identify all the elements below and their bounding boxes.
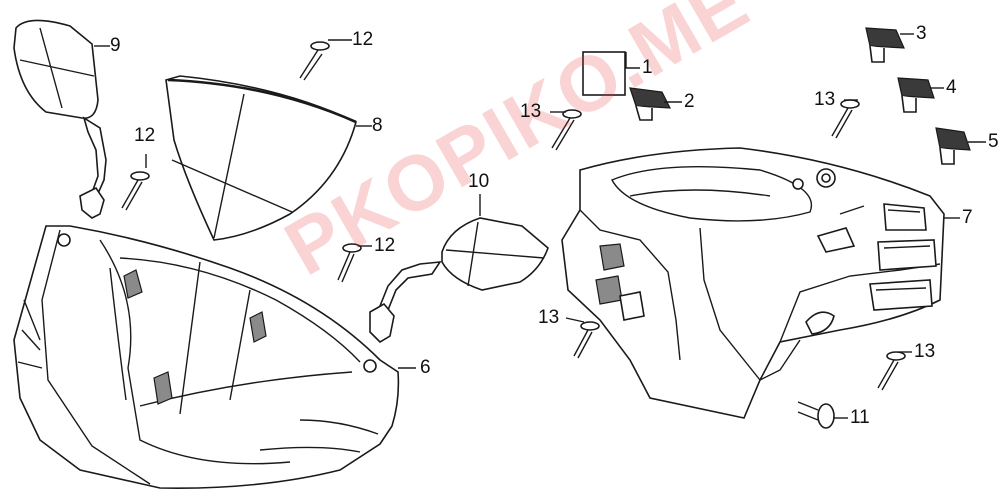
callout-12-b: 12 — [134, 125, 156, 146]
screw-13-d — [877, 351, 906, 391]
screw-13-c — [573, 321, 600, 359]
callout-8: 8 — [372, 115, 383, 136]
callout-3: 3 — [916, 23, 927, 44]
callout-2: 2 — [684, 91, 695, 112]
push-rivet-11 — [797, 401, 835, 429]
rear-handlebar-cover — [561, 147, 945, 419]
clip-5 — [935, 127, 971, 165]
callout-13-b: 13 — [814, 89, 836, 110]
screw-13-a — [551, 109, 582, 151]
callout-1: 1 — [642, 57, 653, 78]
callout-7: 7 — [962, 207, 973, 228]
callout-10: 10 — [468, 171, 490, 192]
screw-12-c — [337, 243, 362, 283]
callout-12-c: 12 — [374, 235, 396, 256]
left-mirror — [13, 19, 107, 219]
clip-2 — [629, 87, 672, 121]
label-sticker — [582, 51, 626, 96]
callout-5: 5 — [988, 131, 999, 152]
screw-12-b — [121, 171, 150, 211]
right-mirror — [369, 217, 549, 344]
screw-13-b — [831, 99, 860, 139]
clip-3 — [865, 27, 905, 63]
windscreen — [165, 75, 357, 241]
callout-13-c: 13 — [538, 307, 560, 328]
callout-9: 9 — [110, 35, 121, 56]
clip-4 — [897, 77, 935, 113]
callout-11: 11 — [850, 407, 870, 428]
callout-6: 6 — [420, 357, 431, 378]
callout-12-a: 12 — [352, 29, 374, 50]
screw-12-a — [299, 41, 330, 81]
callout-4: 4 — [946, 77, 957, 98]
front-handlebar-cover — [13, 225, 400, 489]
callout-13-d: 13 — [914, 341, 936, 362]
callout-13-a: 13 — [520, 101, 542, 122]
leader-lines — [94, 33, 986, 419]
